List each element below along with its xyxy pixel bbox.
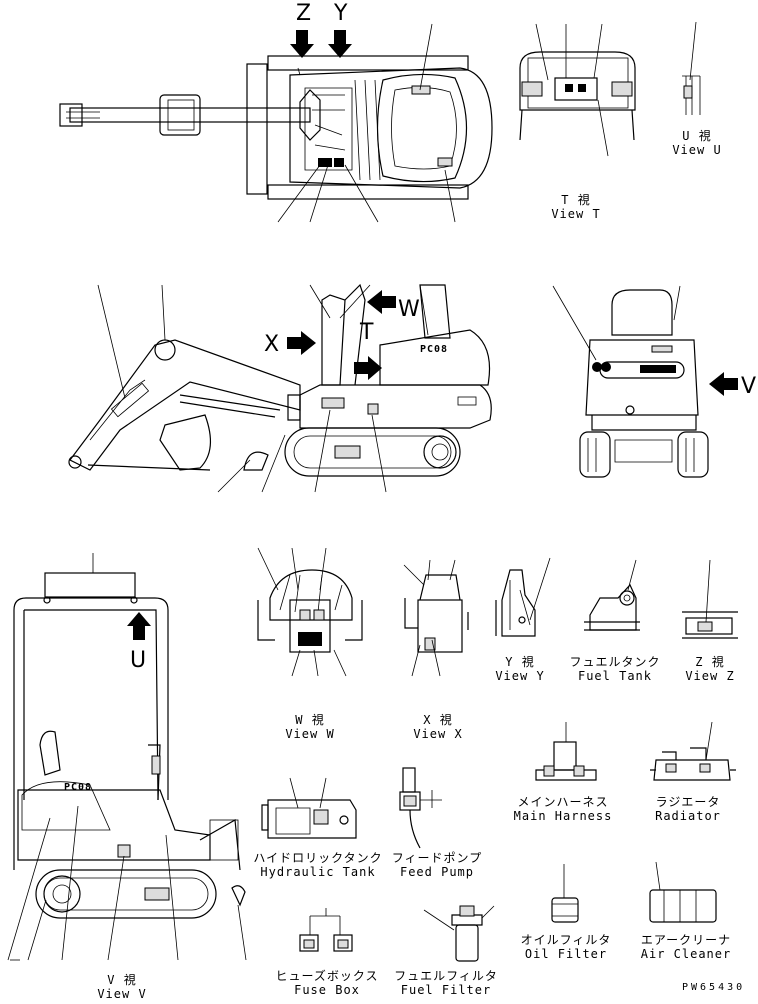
oil-filter-label: オイルフィルタ Oil Filter: [521, 933, 612, 961]
view-z-en: View Z: [685, 669, 735, 683]
feed-pump-en: Feed Pump: [399, 865, 475, 879]
marker-w: W: [398, 297, 420, 322]
arrow-w-icon: [367, 290, 396, 314]
view-y-jp: Y 視: [505, 655, 535, 669]
radiator-drawing: [650, 721, 736, 781]
hydraulic-tank-label: ハイドロリックタンク Hydraulic Tank: [253, 851, 382, 879]
arrow-x-icon: [287, 331, 316, 355]
fuse-box-en: Fuse Box: [294, 983, 360, 997]
view-w-jp: W 視: [295, 713, 325, 727]
hydraulic-tank-jp: ハイドロリックタンク: [253, 851, 383, 865]
feed-pump-label: フィードポンプ Feed Pump: [392, 851, 482, 879]
view-x-jp: X 視: [423, 713, 453, 727]
view-z-label: Z 視 View Z: [685, 655, 734, 683]
view-u-en: View U: [672, 143, 722, 157]
air-cleaner-en: Air Cleaner: [640, 947, 732, 961]
decal-model-side: PC08: [419, 344, 449, 355]
fuel-tank-label: フュエルタンク Fuel Tank: [569, 655, 660, 683]
fuel-filter-jp: フュエルフィルタ: [394, 969, 498, 983]
arrow-y-icon: [328, 30, 352, 58]
arrow-t-icon: [354, 356, 382, 380]
fuse-box-drawing: [299, 908, 353, 952]
view-t-jp: T 視: [561, 193, 591, 207]
fuel-filter-drawing: [423, 905, 495, 962]
view-w-label: W 視 View W: [285, 713, 334, 741]
drawing-code: PW65430: [682, 982, 746, 993]
view-t-label: T 視 View T: [551, 193, 600, 221]
main-harness-drawing: [535, 722, 597, 781]
view-z-jp: Z 視: [695, 655, 725, 669]
view-u-jp: U 視: [682, 129, 712, 143]
view-y-drawing: [495, 557, 551, 637]
top-view-excavator: [59, 23, 493, 223]
view-u-label: U 視 View U: [672, 129, 721, 157]
oil-filter-jp: オイルフィルタ: [520, 933, 612, 947]
view-x-en: View X: [413, 727, 463, 741]
air-cleaner-label: エアークリーナ Air Cleaner: [641, 933, 731, 961]
view-t-en: View T: [551, 207, 601, 221]
hydraulic-tank-drawing: [261, 777, 357, 839]
air-cleaner-drawing: [649, 861, 717, 923]
air-cleaner-jp: エアークリーナ: [640, 933, 732, 947]
view-x-drawing: [403, 559, 469, 677]
view-v-jp: V 視: [107, 973, 137, 987]
arrow-v-icon: [709, 372, 738, 396]
marker-y: Y: [334, 1, 348, 26]
fuel-tank-jp: フュエルタンク: [569, 655, 661, 669]
decal-model-view-v: PC08: [63, 782, 93, 793]
radiator-en: Radiator: [655, 809, 721, 823]
view-w-drawing: [257, 547, 363, 677]
marker-t: T: [360, 320, 374, 345]
view-y-en: View Y: [495, 669, 545, 683]
arrow-u-icon: [127, 612, 151, 640]
radiator-jp: ラジエータ: [655, 795, 721, 809]
fuel-filter-label: フュエルフィルタ Fuel Filter: [394, 969, 498, 997]
fuse-box-label: ヒューズボックス Fuse Box: [275, 969, 378, 997]
arrow-z-icon: [290, 30, 314, 58]
fuel-filter-en: Fuel Filter: [400, 983, 492, 997]
view-u-drawing: [682, 21, 701, 115]
rear-view-excavator: [552, 285, 709, 478]
radiator-label: ラジエータ Radiator: [655, 795, 721, 823]
marker-x: X: [264, 332, 280, 357]
feed-pump-jp: フィードポンプ: [391, 851, 483, 865]
main-harness-en: Main Harness: [513, 809, 613, 823]
marker-z: Z: [296, 1, 312, 26]
view-v-drawing: [7, 553, 247, 961]
view-w-en: View W: [285, 727, 335, 741]
marker-u: U: [130, 648, 147, 673]
fuel-tank-en: Fuel Tank: [577, 669, 653, 683]
hydraulic-tank-en: Hydraulic Tank: [260, 865, 376, 879]
view-t-drawing: [519, 23, 636, 157]
main-harness-label: メインハーネス Main Harness: [514, 795, 613, 823]
fuse-box-jp: ヒューズボックス: [275, 969, 379, 983]
marker-v: V: [741, 374, 757, 399]
oil-filter-en: Oil Filter: [524, 947, 608, 961]
main-harness-jp: メインハーネス: [517, 795, 609, 809]
view-z-drawing: [682, 559, 738, 639]
view-x-label: X 視 View X: [413, 713, 462, 741]
oil-filter-drawing: [551, 864, 579, 923]
side-view-excavator: [68, 283, 492, 493]
view-y-label: Y 視 View Y: [495, 655, 544, 683]
view-v-en: View V: [97, 987, 147, 1001]
feed-pump-drawing: [399, 767, 442, 849]
fuel-tank-drawing: [584, 559, 640, 631]
view-v-label: V 視 View V: [97, 973, 146, 1001]
